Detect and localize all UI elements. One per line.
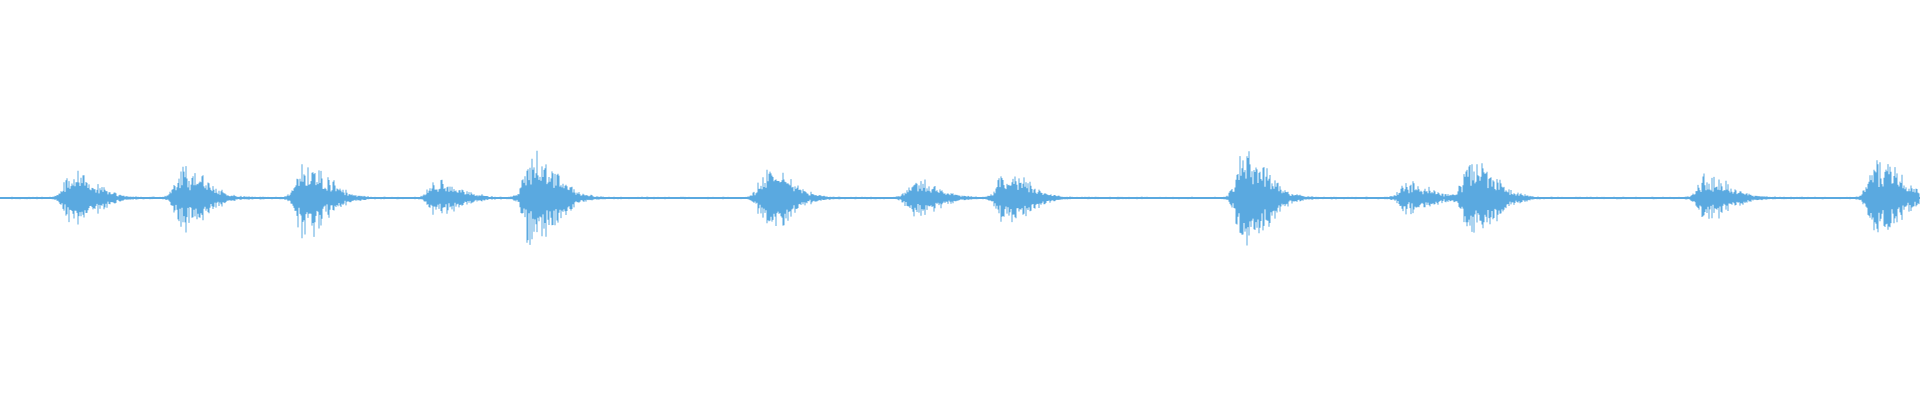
waveform-path [0,150,1920,246]
